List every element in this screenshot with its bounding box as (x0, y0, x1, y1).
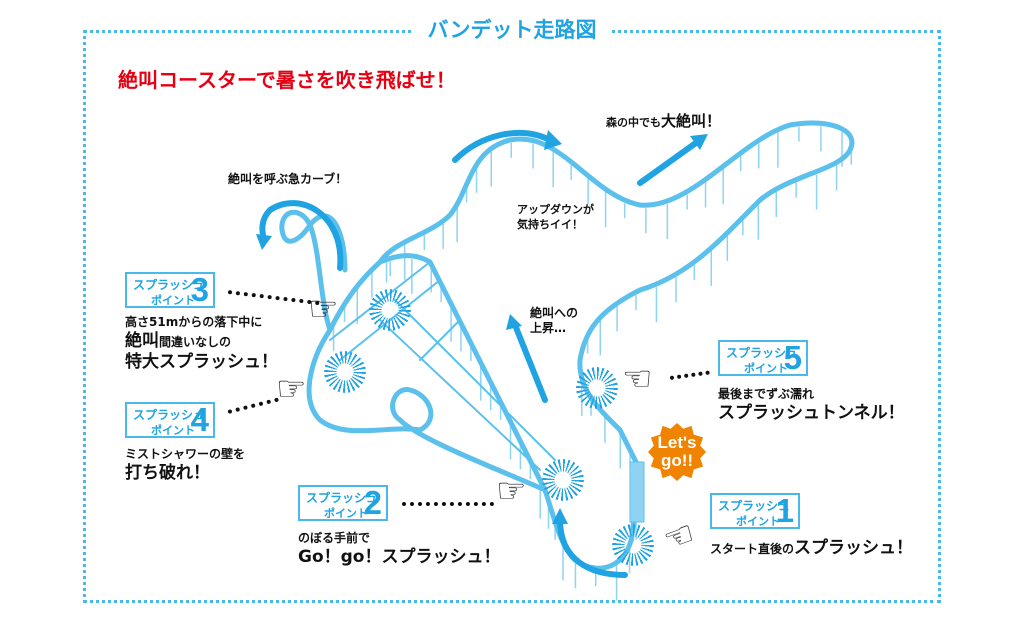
arrow-start (557, 517, 628, 578)
splash-point-4-desc: ミストシャワーの壁を 打ち破れ！ (125, 446, 245, 484)
point-number: 4 (190, 401, 209, 438)
point-number: 5 (783, 339, 802, 376)
arrow-climb (512, 322, 548, 403)
box-label: ポイント (151, 424, 195, 437)
box-label: スプラッシュ (306, 491, 379, 505)
box-label: スプラッシュ (133, 408, 206, 422)
pointing-hand-icon: ☞ (496, 471, 527, 511)
box-label: スプラッシュ (133, 278, 206, 292)
label-climb-1: 絶叫への (530, 306, 579, 320)
pointing-hand-icon: ☞ (308, 289, 339, 329)
splash-point-1-marker (612, 524, 654, 566)
subtitle: 絶叫コースターで暑さを吹き飛ばせ！ (118, 68, 456, 92)
desc-line: スタート直後の (710, 542, 795, 556)
arrowhead-top (544, 130, 562, 150)
track-left-curve (279, 210, 348, 333)
arrowhead-start (552, 508, 568, 524)
splash-point-5-desc: 最後までずぶ濡れ スプラッシュトンネル！ (718, 386, 905, 424)
arrowhead-forest (690, 134, 708, 150)
desc-line: Go！go！スプラッシュ！ (298, 547, 501, 567)
splash-point-3-desc: 高さ51mからの落下中に 絶叫間違いなしの 特大スプラッシュ！ (125, 314, 278, 373)
title-text: バンデット走路図 (413, 18, 611, 42)
point-number: 2 (363, 484, 382, 521)
badge-line-2: go!! (660, 451, 694, 470)
arrow-top (452, 130, 553, 163)
station (629, 461, 645, 523)
splash-point-3-marker (369, 289, 411, 331)
arrowhead-curve (256, 234, 272, 250)
point-number: 1 (775, 492, 794, 529)
desc-line: 高さ51mからの落下中に (125, 315, 263, 329)
desc-line: のぼる手前で (298, 531, 371, 545)
box-label: ポイント (736, 515, 780, 528)
track-lower-loop (306, 327, 548, 493)
point-number: 3 (190, 271, 209, 308)
desc-line: 打ち破れ！ (125, 463, 210, 483)
box-label: ポイント (744, 362, 788, 375)
diagram-title: バンデット走路図 (0, 14, 1024, 44)
pointing-hand-icon: ☞ (276, 369, 307, 409)
track-upper (377, 120, 855, 473)
splash-point-4-marker (324, 351, 366, 393)
label-updown-1: アップダウンが (517, 203, 594, 216)
desc-line: ミストシャワーの壁を (125, 447, 246, 461)
label-updown: アップダウンが気持ちイイ！ (517, 202, 594, 232)
box-label: スプラッシュ (718, 499, 791, 513)
splash-point-2-marker (542, 459, 584, 501)
arrow-forest (637, 137, 703, 186)
label-updown-2: 気持ちイイ！ (517, 218, 583, 231)
splash-point-5-marker (576, 367, 618, 409)
desc-line: 最後までずぶ濡れ (718, 387, 815, 401)
pointing-hand-icon: ☜ (622, 359, 653, 399)
desc-line: スプラッシュトンネル！ (718, 403, 905, 423)
label-forest-2: 大絶叫！ (661, 112, 722, 130)
box-label: ポイント (324, 507, 368, 520)
label-climb-2: 上昇… (530, 321, 567, 335)
box-label: スプラッシュ (726, 346, 799, 360)
label-climb: 絶叫への上昇… (530, 306, 578, 336)
label-forest: 森の中でも大絶叫！ (606, 114, 721, 130)
arrow-curve (259, 200, 344, 271)
desc-line: 特大スプラッシュ！ (125, 352, 278, 372)
arrowhead-climb (506, 314, 522, 330)
desc-line: 間違いなしの (159, 335, 232, 349)
desc-line: スプラッシュ！ (794, 538, 914, 558)
box-label: ポイント (151, 294, 195, 307)
arrowheads (256, 130, 708, 524)
desc-line: 絶叫 (125, 331, 159, 351)
splash-point-1-desc: スタート直後のスプラッシュ！ (710, 538, 913, 559)
splash-point-2-desc: のぼる手前で Go！go！スプラッシュ！ (298, 530, 500, 568)
badge-line-1: Let's (657, 433, 697, 452)
label-forest-1: 森の中でも (606, 116, 661, 129)
dotted-leader-2 (402, 502, 494, 506)
label-curve: 絶叫を呼ぶ急カーブ！ (228, 172, 348, 186)
